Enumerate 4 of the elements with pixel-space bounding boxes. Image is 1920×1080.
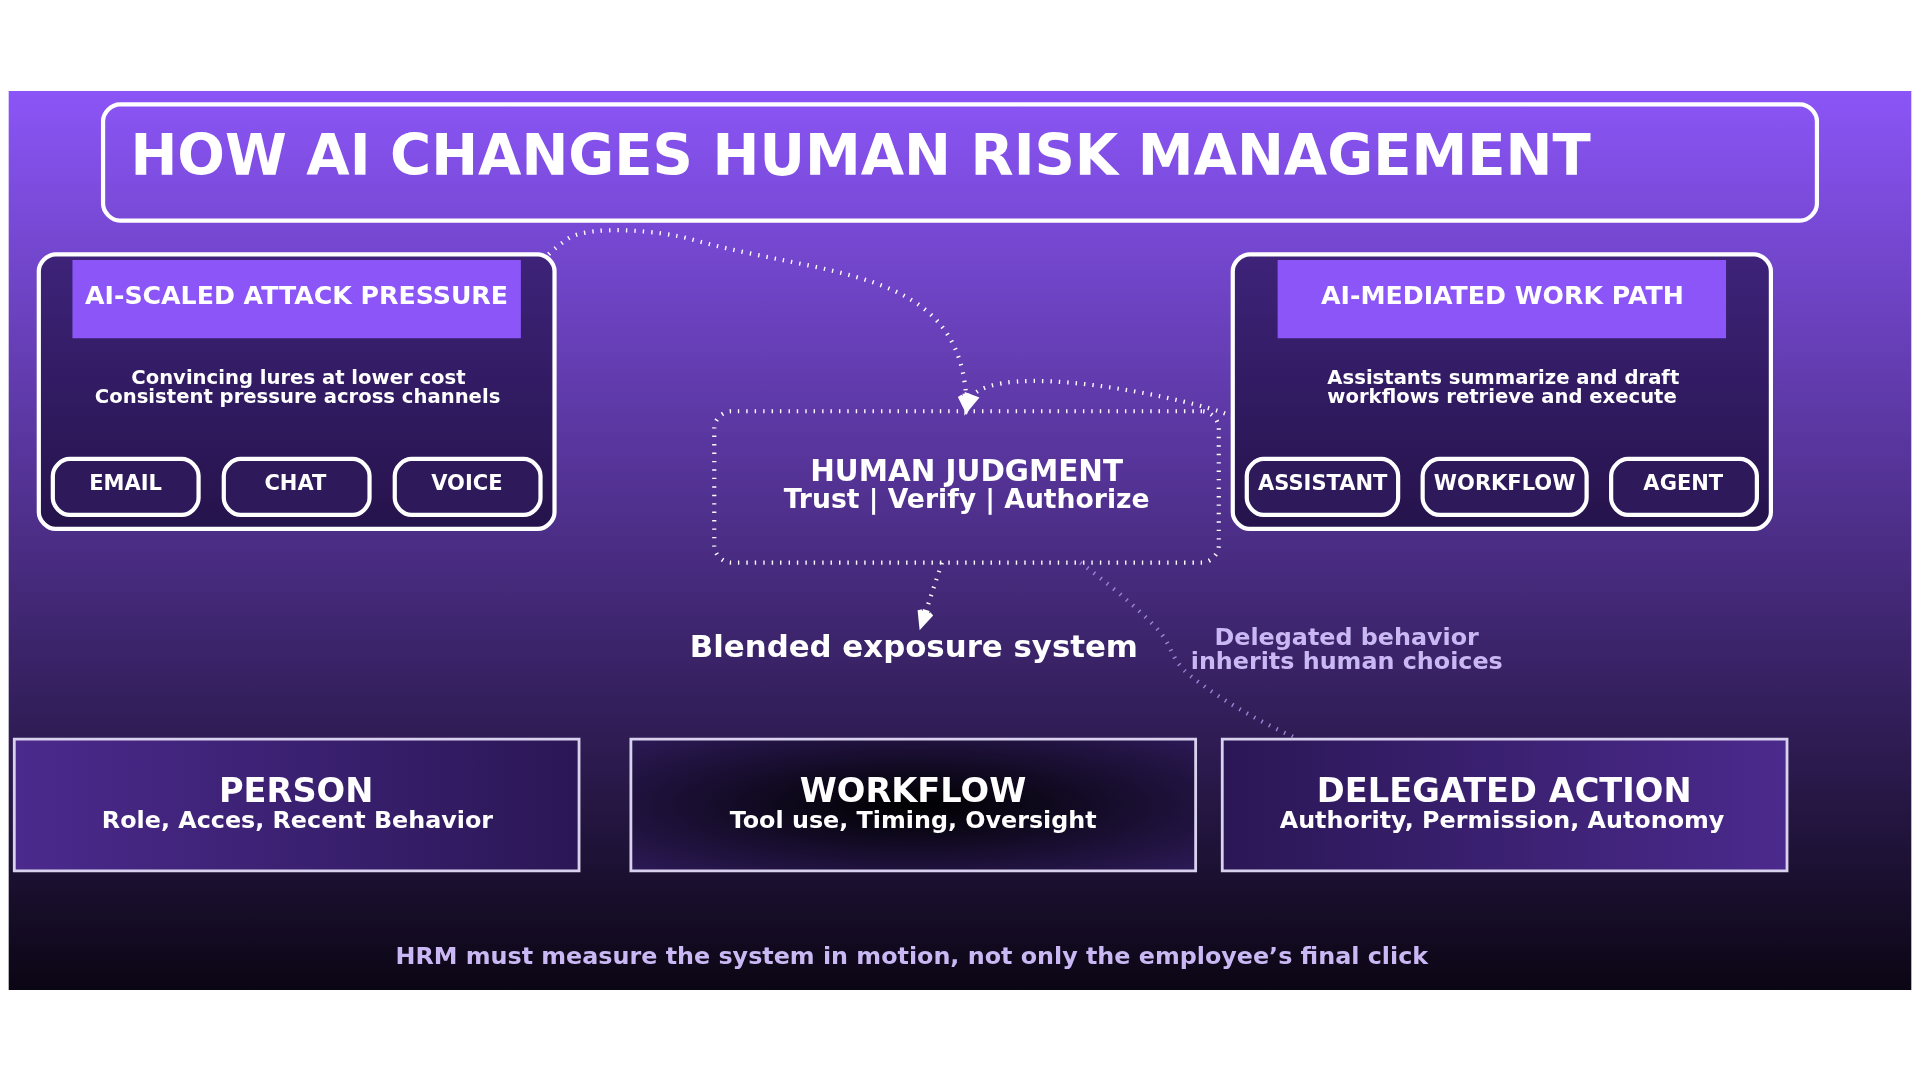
node-text: Blended exposure system — [689, 627, 1138, 664]
caption: HRM must measure the system in motion, not only the employee’s final click — [395, 941, 1429, 970]
edge-label: Delegated behavior inherits human choices — [1190, 622, 1503, 675]
diagram-title: HOW AI CHANGES HUMAN RISK MANAGEMENT — [130, 122, 1591, 188]
